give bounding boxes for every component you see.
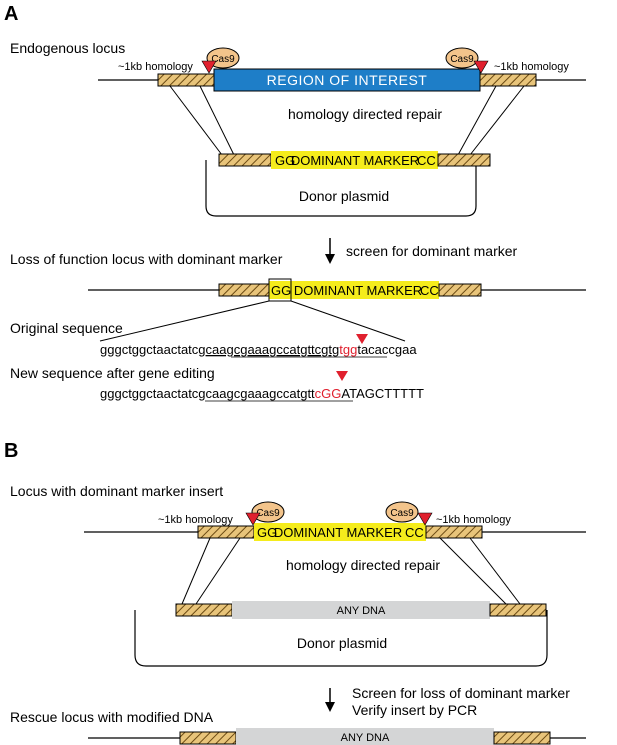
original-sequence-title: Original sequence bbox=[10, 320, 123, 336]
down-arrow-head-icon-b bbox=[325, 702, 335, 712]
locus-marker-box bbox=[269, 281, 439, 299]
orig-seq-part-a: gggctggctaactatcg bbox=[100, 342, 206, 357]
homology-right-label-b: ~1kb homology bbox=[436, 514, 511, 526]
original-cut-marker-icon bbox=[356, 334, 368, 344]
donor-plasmid-label-a: Donor plasmid bbox=[299, 188, 389, 204]
region-of-interest-box bbox=[213, 68, 481, 92]
locus-homology-left bbox=[218, 283, 270, 297]
donor-cc: CC bbox=[417, 153, 436, 168]
crossover-line bbox=[195, 537, 241, 605]
rescue-homology-left bbox=[179, 731, 237, 745]
locus-homology-right bbox=[438, 283, 482, 297]
donor-plasmid-backbone-b bbox=[134, 610, 548, 667]
cas9-right-icon bbox=[445, 47, 479, 69]
endogenous-locus-title: Endogenous locus bbox=[10, 40, 125, 56]
crossover-line bbox=[181, 537, 211, 605]
cut-site-left-icon bbox=[201, 60, 217, 74]
insert-marker-label: DOMINANT MARKER bbox=[274, 525, 402, 540]
locus-gg: GG bbox=[271, 283, 291, 298]
crossover-line bbox=[169, 85, 223, 156]
panel-a-label: A bbox=[4, 3, 18, 25]
donor-homology-right bbox=[437, 153, 491, 167]
insert-marker-box bbox=[254, 523, 426, 541]
cut-site-left-icon-b bbox=[245, 512, 261, 526]
insert-gg: GG bbox=[257, 525, 277, 540]
donor-marker-box bbox=[271, 151, 438, 169]
crossover-line bbox=[439, 537, 507, 605]
cas9-right-label: Cas9 bbox=[450, 54, 474, 65]
homology-arm-right bbox=[479, 73, 537, 87]
region-of-interest-label: REGION OF INTEREST bbox=[267, 72, 428, 88]
new-seq-red: cGG bbox=[315, 386, 342, 401]
any-dna-label: ANY DNA bbox=[337, 605, 386, 617]
cas9-right-label-b: Cas9 bbox=[390, 508, 414, 519]
original-sequence-text: gggctggctaactatcgcaagcgaaagccatgttcgtgtg… bbox=[100, 342, 417, 357]
locus-marker-label: DOMINANT MARKER bbox=[294, 283, 422, 298]
screen-label-b-line1: Screen for loss of dominant marker bbox=[352, 685, 570, 701]
new-seq-protospacer: tcgcaagcgaaagccatgtt bbox=[188, 386, 315, 401]
rescue-locus-title: Rescue locus with modified DNA bbox=[10, 709, 214, 725]
rescue-homology-right bbox=[493, 731, 551, 745]
orig-seq-protospacer: caagcgaaagccatgttcgtg bbox=[206, 342, 340, 357]
cas9-left-icon-b bbox=[251, 501, 285, 523]
rescue-any-dna-box bbox=[236, 728, 494, 745]
gg-zoom-box bbox=[268, 278, 292, 302]
loss-of-function-title: Loss of function locus with dominant mar… bbox=[10, 251, 283, 267]
new-sequence-text: gggctggctaactatcgcaagcgaaagccatgttcGGATA… bbox=[100, 386, 424, 401]
new-seq-part-c: ATAGCTTTTT bbox=[341, 386, 424, 401]
donor-plasmid-backbone-a bbox=[205, 160, 477, 217]
new-cut-marker-icon bbox=[336, 371, 348, 381]
hdr-label-b: homology directed repair bbox=[286, 557, 440, 573]
homology-left-label-b: ~1kb homology bbox=[158, 514, 233, 526]
crossover-line bbox=[457, 85, 497, 156]
orig-seq-pam: tgg bbox=[339, 342, 357, 357]
orig-seq-part-c: tacaccgaa bbox=[357, 342, 417, 357]
cut-site-right-icon-b bbox=[417, 512, 433, 526]
crossover-line bbox=[469, 85, 525, 156]
crossover-line bbox=[199, 85, 235, 156]
donor-b-homology-left bbox=[175, 603, 233, 617]
any-dna-box bbox=[232, 601, 490, 619]
donor-homology-left bbox=[218, 153, 272, 167]
insert-homology-left bbox=[197, 525, 255, 539]
zoom-line-left bbox=[99, 300, 270, 342]
crossover-line bbox=[469, 537, 521, 605]
down-arrow-head-icon bbox=[325, 254, 335, 264]
donor-plasmid-label-b: Donor plasmid bbox=[297, 635, 387, 651]
cas9-left-label-b: Cas9 bbox=[256, 508, 280, 519]
new-seq-part-a: gggctggctaacta bbox=[100, 386, 189, 401]
insert-homology-right bbox=[425, 525, 483, 539]
donor-b-homology-right bbox=[489, 603, 547, 617]
screen-label: screen for dominant marker bbox=[346, 243, 518, 259]
cut-site-right-icon bbox=[473, 60, 489, 74]
locus-insert-title: Locus with dominant marker insert bbox=[10, 483, 223, 499]
homology-right-label: ~1kb homology bbox=[494, 61, 569, 73]
donor-gg: GG bbox=[275, 153, 295, 168]
locus-cc: CC bbox=[420, 283, 439, 298]
zoom-line-right bbox=[290, 300, 406, 342]
new-sequence-title: New sequence after gene editing bbox=[10, 365, 215, 381]
panel-b-label: B bbox=[4, 440, 18, 462]
homology-arm-left bbox=[157, 73, 215, 87]
cas9-right-icon-b bbox=[385, 501, 419, 523]
screen-label-b-line2: Verify insert by PCR bbox=[352, 702, 477, 718]
hdr-label-a: homology directed repair bbox=[288, 106, 442, 122]
insert-cc: CC bbox=[405, 525, 424, 540]
homology-left-label: ~1kb homology bbox=[118, 61, 193, 73]
cas9-left-label: Cas9 bbox=[211, 54, 235, 65]
rescue-any-dna-label: ANY DNA bbox=[341, 732, 390, 744]
donor-marker-label: DOMINANT MARKER bbox=[291, 153, 419, 168]
